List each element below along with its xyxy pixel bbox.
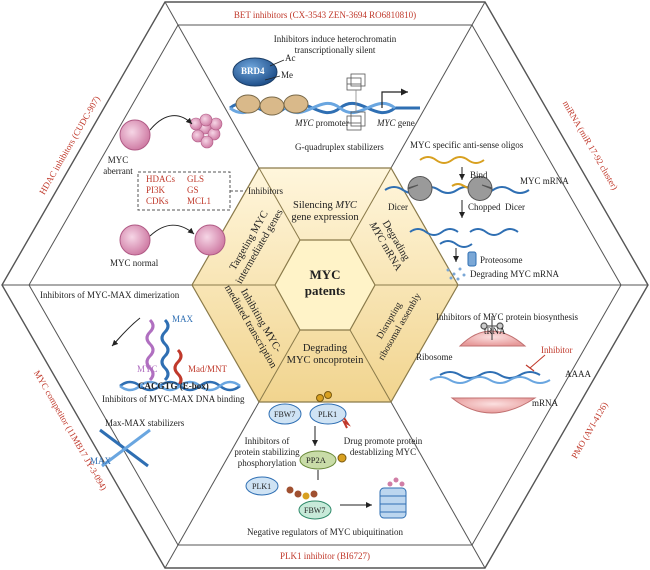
dimerization-label: Inhibitors of MYC-MAX dimerization (40, 290, 180, 300)
aberrant-line2: aberrant (103, 166, 133, 176)
pp2a-label: PP2A (306, 455, 326, 465)
gene-it: MYC (377, 118, 396, 128)
negative-regulators-label: Negative regulators of MYC ubiquitinatio… (247, 527, 403, 537)
segment-degrading-protein-line1: Degrading (302, 343, 348, 354)
plk1-bottom-icon (245, 476, 279, 496)
core-hexagon (274, 239, 376, 331)
promoter-post: promoter (313, 118, 349, 128)
center-title: MYC patents (285, 267, 365, 299)
gene-label: MYC gene (377, 118, 415, 129)
mrna-label: mRNA (532, 398, 559, 408)
top-heading-line2: transcriptionally silent (294, 45, 376, 55)
ac-label: Ac (285, 53, 296, 63)
ribosome-label: Ribosome (416, 352, 453, 362)
gene-post: gene (395, 118, 415, 128)
top-heading: Inhibitors induce heterochromatin transc… (255, 34, 415, 56)
ebox-label: CACGTG (E-box) (138, 381, 209, 391)
stabilizers-label: Max-MAX stabilizers (105, 418, 185, 428)
fbw7-bottom-icon (298, 500, 332, 520)
promoter-label: MYC promoter (295, 118, 349, 129)
gene-item: GS (187, 185, 199, 195)
biosynthesis-label: Inhibitors of MYC protein biosynthesis (436, 312, 578, 322)
segment-silencing: Silencing MYC gene expression (270, 200, 380, 224)
inhib-line3: phosphorylation (237, 458, 297, 468)
gene-item: MCL1 (187, 196, 212, 206)
dicer-left-label: Dicer (388, 202, 408, 212)
aberrant-line1: MYC (107, 155, 129, 165)
plk1-top-icon (309, 403, 347, 425)
max-top-label: MAX (172, 314, 194, 324)
inhibitor-label: Inhibitor (541, 345, 573, 355)
segment-degrading-protein: Degrading MYC oncoprotein (270, 343, 380, 367)
max-bottom-label: MAX (90, 456, 112, 466)
drug-line2: destablizing MYC (349, 447, 417, 457)
promoter-it: MYC (295, 118, 314, 128)
brd4-protein (232, 57, 278, 87)
center-title-line1: MYC (309, 267, 341, 282)
segment-silencing-line2: gene expression (291, 212, 359, 223)
proteosome-icon (467, 251, 477, 267)
gene-list: HDACs GLS PI3K GS CDKs MCL1 (146, 174, 228, 207)
gene-item: CDKs (146, 196, 169, 206)
normal-label: MYC normal (110, 258, 159, 268)
degrading-mrna-label: Degrading MYC mRNA (470, 269, 559, 279)
aaaa-label: AAAA (565, 369, 591, 379)
mrna-panel-graphics (384, 156, 530, 281)
cell-cluster-icon (189, 113, 223, 149)
myc-label: MYC (137, 364, 158, 374)
gene-item: GLS (187, 174, 205, 184)
brd4-label: BRD4 (241, 66, 265, 76)
dicer-right-label: Dicer (505, 202, 525, 212)
fbw7-top-label: FBW7 (274, 410, 296, 419)
fbw7-top-icon (268, 403, 302, 425)
dna-binding-label: Inhibitors of MYC-MAX DNA binding (102, 394, 245, 404)
cell-aberrant-icon (119, 119, 151, 151)
hdac-panel-graphics (119, 113, 246, 256)
myc-mrna-label: MYC mRNA (520, 176, 569, 186)
drug-line1: Drug promote protein (343, 436, 423, 446)
fbw7-bottom-label: FBW7 (304, 506, 326, 515)
pp2a-icon (299, 450, 337, 470)
outer-label-bottom: PLK1 inhibitor (BI6727) (280, 551, 370, 561)
g-quadruplex-icon (346, 73, 366, 131)
plk-panel-graphics (245, 391, 407, 520)
segment-silencing-pre: Silencing (293, 200, 336, 211)
cell-normal-icon (119, 224, 151, 256)
mad-label: Mad/MNT (188, 364, 227, 374)
inhib-line1: Inhibitors of (244, 436, 290, 446)
drug-label: Drug promote protein destablizing MYC (328, 436, 438, 458)
ribosome-bottom-icon (450, 397, 537, 414)
dicer-right-icon (467, 176, 493, 201)
dicer-left-icon (407, 176, 433, 201)
outer-label-top: BET inhibitors (CX-3543 ZEN-3694 RO68108… (233, 10, 417, 20)
inhibitors-phos-label: Inhibitors of protein stabilizing phosph… (222, 436, 312, 469)
inhib-line2: protein stabilizing (234, 447, 300, 457)
gq-label: G-quadruplex stabilizers (295, 142, 384, 152)
top-panel-graphics (229, 57, 420, 131)
pmo-panel-graphics (429, 316, 551, 414)
trna-label: tRNA (484, 326, 506, 336)
plk1-top-label: PLK1 (318, 410, 338, 419)
proteasome-icon (379, 477, 407, 519)
segment-degrading-protein-line2: MYC oncoprotein (286, 355, 364, 366)
inhibitors-label: Inhibitors (248, 186, 283, 196)
plk1-bottom-label: PLK1 (252, 482, 272, 491)
bind-label: Bind (470, 170, 488, 180)
chopped-label: Chopped (468, 202, 501, 212)
proteosome-label: Proteosome (480, 255, 523, 265)
trna-icon (480, 316, 504, 340)
gene-item: HDACs (146, 174, 176, 184)
gene-item: PI3K (146, 185, 166, 195)
segment-silencing-it: MYC (335, 200, 357, 211)
center-title-line2: patents (304, 283, 346, 298)
oligos-label: MYC specific anti-sense oligos (410, 140, 524, 150)
aberrant-label: MYC aberrant (98, 155, 138, 177)
me-label: Me (281, 70, 293, 80)
top-heading-line1: Inhibitors induce heterochromatin (273, 34, 397, 44)
competitor-panel-graphics (99, 317, 241, 468)
